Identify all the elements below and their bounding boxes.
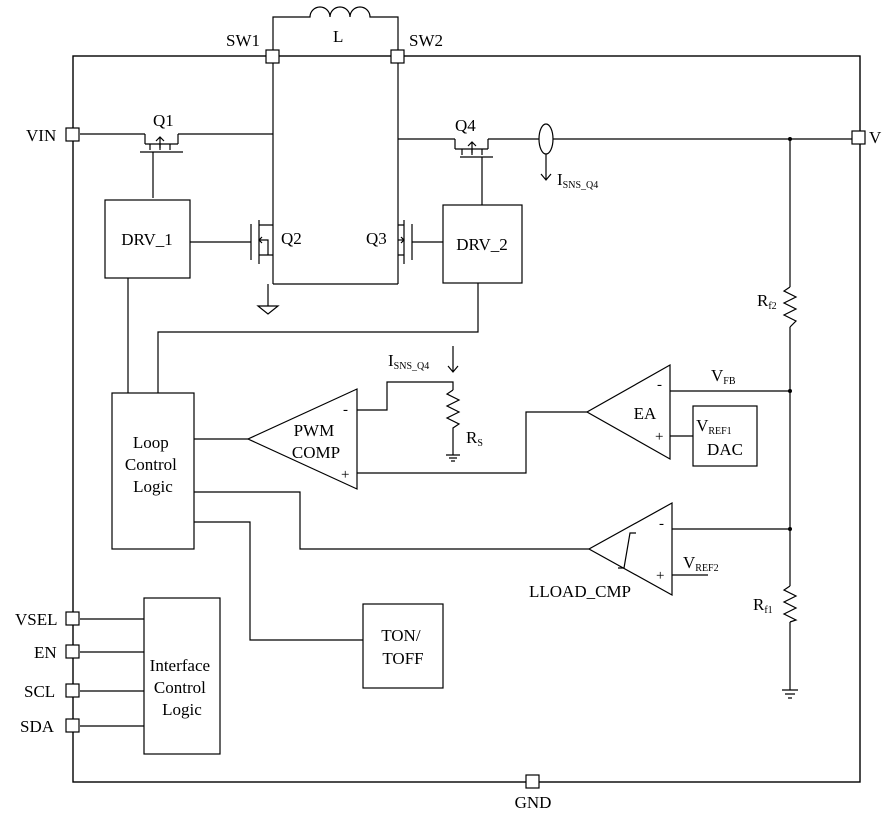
sw1-label: SW1 xyxy=(226,31,260,50)
rf1-ground-symbol xyxy=(782,689,798,699)
sw1-pin[interactable] xyxy=(265,49,280,64)
rf2-label: Rf2 xyxy=(757,291,777,312)
gnd-pin[interactable] xyxy=(525,774,540,789)
rf1-resistor xyxy=(782,585,798,623)
current-sense-probe xyxy=(538,123,554,155)
pwm-comp-triangle xyxy=(246,388,358,490)
sda-pin[interactable] xyxy=(65,718,80,733)
isns-arrow xyxy=(540,154,552,181)
scl-label: SCL xyxy=(24,682,55,701)
power-stage xyxy=(80,6,852,315)
ea-minus-sign: - xyxy=(657,377,662,393)
isns-q4-label: ISNS_Q4 xyxy=(557,170,598,191)
ea-plus-sign: + xyxy=(655,429,663,445)
sw2-label: SW2 xyxy=(409,31,443,50)
inductor-label: L xyxy=(333,27,343,46)
vref1-dac-block xyxy=(692,405,758,467)
vout-junction-dot xyxy=(788,137,792,141)
rf2-resistor xyxy=(782,286,798,328)
q3-transistor xyxy=(398,220,443,264)
lload-cmp-label: LLOAD_CMP xyxy=(529,582,631,601)
ton-toff-label: TON/ TOFF xyxy=(381,626,425,668)
scl-pin[interactable] xyxy=(65,683,80,698)
lload-cmp-triangle xyxy=(587,501,673,597)
rs-ground-symbol xyxy=(446,454,460,462)
ea-triangle xyxy=(585,363,671,461)
vsel-label: VSEL xyxy=(15,610,58,629)
pwm-comp-label: PWM COMP xyxy=(292,421,340,462)
vref1-dac-label: VREF1 DAC xyxy=(696,416,743,459)
loop-control-block xyxy=(111,392,195,550)
q2-transistor xyxy=(190,220,273,264)
vin-wire xyxy=(80,133,273,144)
drv1-block xyxy=(104,199,191,279)
chip-outline xyxy=(72,55,861,783)
rs-resistor xyxy=(445,389,461,455)
gnd-label: GND xyxy=(515,793,552,812)
drv1-label: DRV_1 xyxy=(121,230,173,249)
vout-pin[interactable] xyxy=(851,130,866,145)
isns-q4-rs-label: ISNS_Q4 xyxy=(388,351,429,372)
vref2-label: VREF2 xyxy=(683,553,719,574)
drv2-label: DRV_2 xyxy=(456,235,508,254)
q1-label: Q1 xyxy=(153,111,174,130)
q4-label: Q4 xyxy=(455,116,476,135)
ton-toff-block xyxy=(362,603,444,689)
vfb-junction-dot xyxy=(788,389,792,393)
ea-label: EA xyxy=(634,404,657,423)
vin-label: VIN xyxy=(26,126,56,145)
q3-label: Q3 xyxy=(366,229,387,248)
low-side-ground-wire xyxy=(267,283,398,306)
q1-transistor xyxy=(140,136,183,198)
interface-control-label: Interface Control Logic xyxy=(150,656,215,719)
rs-label: RS xyxy=(466,428,483,449)
sda-label: SDA xyxy=(20,717,55,736)
en-pin[interactable] xyxy=(65,644,80,659)
loop-control-label: Loop Control Logic xyxy=(125,433,181,496)
vout-label: V xyxy=(869,128,882,147)
ground-symbol xyxy=(256,305,280,315)
en-label: EN xyxy=(34,643,57,662)
control-wiring xyxy=(80,139,791,727)
vsel-pin[interactable] xyxy=(65,611,80,626)
rf1-label: Rf1 xyxy=(753,595,773,616)
drv2-block xyxy=(442,204,523,284)
pwm-minus-sign: - xyxy=(343,402,348,418)
interface-control-block xyxy=(143,597,221,755)
lload-plus-sign: + xyxy=(656,568,664,584)
q2-label: Q2 xyxy=(281,229,302,248)
inductor-l xyxy=(272,6,399,56)
pwm-plus-sign: + xyxy=(341,467,349,483)
q4-transistor xyxy=(454,139,493,205)
vfb-label: VFB xyxy=(711,366,736,387)
sw2-pin[interactable] xyxy=(390,49,405,64)
lload-junction-dot xyxy=(788,527,792,531)
hysteresis-symbol xyxy=(618,532,636,569)
lload-minus-sign: - xyxy=(659,516,664,532)
vin-pin[interactable] xyxy=(65,127,80,142)
